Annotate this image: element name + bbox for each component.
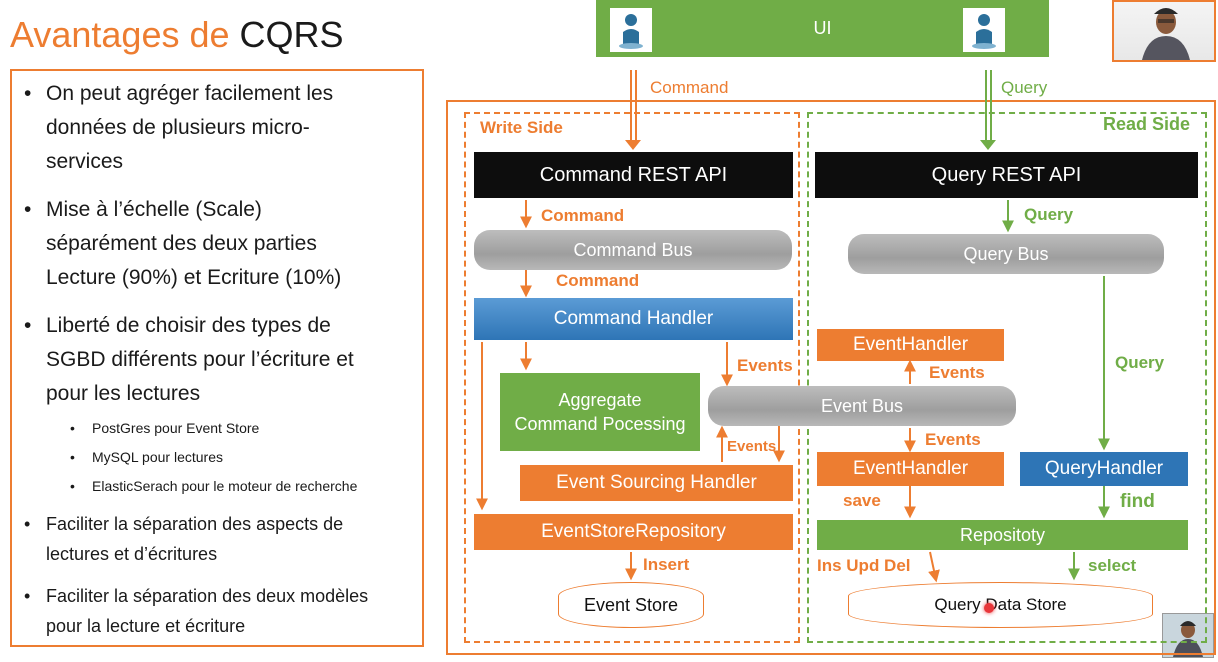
ui-command-label: Command — [650, 78, 729, 97]
command-rest-api: Command REST API — [474, 152, 793, 198]
repository: Repositoty — [817, 520, 1188, 550]
ui-label: UI — [813, 18, 832, 38]
event-sourcing-handler: Event Sourcing Handler — [520, 465, 793, 501]
user-icon — [610, 8, 652, 52]
title-prefix: Avantages de — [10, 14, 240, 55]
bullet-2: Mise à l’échelle (Scale) séparément des … — [24, 193, 342, 295]
aggregate-command-processing: Aggregate Command Pocessing — [500, 373, 700, 451]
command-label-1: Command — [541, 206, 625, 225]
read-side-label: Read Side — [1103, 114, 1191, 134]
bullet-4: Faciliter la séparation des aspects de l… — [24, 509, 344, 569]
query-rest-api: Query REST API — [815, 152, 1198, 198]
command-label-2: Command — [556, 271, 640, 290]
bullet-4-line1: Faciliter la séparation des aspects de — [46, 514, 344, 534]
events-label-2: Events — [727, 438, 777, 455]
title-emphasis: CQRS — [239, 14, 344, 55]
bullet-5-line1: Faciliter la séparation des deux modèles — [46, 586, 369, 606]
bullet-3-line1: Liberté de choisir des types de — [46, 314, 331, 337]
aggregate-line1: Aggregate — [558, 390, 642, 410]
bullet-1-line3: services — [46, 150, 124, 173]
query-label-2: Query — [1115, 353, 1165, 372]
event-handler-top: EventHandler — [817, 329, 1004, 361]
diagram-frame — [446, 100, 1216, 655]
bullet-4-line2: lectures et d’écritures — [46, 544, 218, 564]
presenter-webcam-small — [1162, 613, 1214, 658]
read-side-region — [807, 112, 1207, 643]
event-store-repository: EventStoreRepository — [474, 514, 793, 550]
events-label-1: Events — [737, 356, 793, 375]
event-bus: Event Bus — [708, 386, 1016, 426]
find-label: find — [1120, 491, 1155, 512]
bullet-2-line1: Mise à l’échelle (Scale) — [46, 198, 262, 221]
bullet-3: Liberté de choisir des types de SGBD dif… — [24, 309, 354, 411]
bullet-2-line2: séparément des deux parties — [46, 232, 317, 255]
sub-bullet-1: PostGres pour Event Store — [70, 418, 259, 438]
query-handler: QueryHandler — [1020, 452, 1188, 486]
bullet-5-line2: pour la lecture et écriture — [46, 616, 246, 636]
write-side-label: Write Side — [480, 118, 563, 137]
aggregate-line2: Command Pocessing — [514, 414, 686, 434]
user-icon — [963, 8, 1005, 52]
command-handler: Command Handler — [474, 298, 793, 340]
bullet-5: Faciliter la séparation des deux modèles… — [24, 581, 369, 641]
event-store: Event Store — [558, 582, 704, 628]
query-label-1: Query — [1024, 205, 1074, 224]
laser-pointer-icon — [984, 603, 994, 613]
command-bus: Command Bus — [474, 230, 792, 270]
insert-label: Insert — [643, 555, 690, 574]
ui-query-label: Query — [1001, 78, 1048, 97]
query-bus: Query Bus — [848, 234, 1164, 274]
presenter-webcam — [1112, 0, 1216, 62]
save-label: save — [843, 491, 881, 510]
query-data-store: Query Data Store — [848, 582, 1153, 628]
bullet-1: On peut agréger facilement les données d… — [24, 77, 334, 179]
ins-upd-del-label: Ins Upd Del — [817, 556, 911, 575]
bullet-3-line3: pour les lectures — [46, 382, 201, 405]
events-label-4: Events — [925, 430, 981, 449]
events-label-3: Events — [929, 363, 985, 382]
sub-bullet-3: ElasticSerach pour le moteur de recherch… — [70, 476, 357, 496]
advantages-box: On peut agréger facilement les données d… — [10, 69, 424, 647]
bullet-1-line2: données de plusieurs micro- — [46, 116, 310, 139]
bullet-2-line3: Lecture (90%) et Ecriture (10%) — [46, 266, 342, 289]
bullet-1-line1: On peut agréger facilement les — [46, 82, 334, 105]
select-label: select — [1088, 556, 1137, 575]
event-handler-bottom: EventHandler — [817, 452, 1004, 486]
sub-bullet-2: MySQL pour lectures — [70, 447, 223, 467]
slide-title: Avantages de CQRS — [10, 14, 344, 56]
bullet-3-line2: SGBD différents pour l’écriture et — [46, 348, 354, 371]
